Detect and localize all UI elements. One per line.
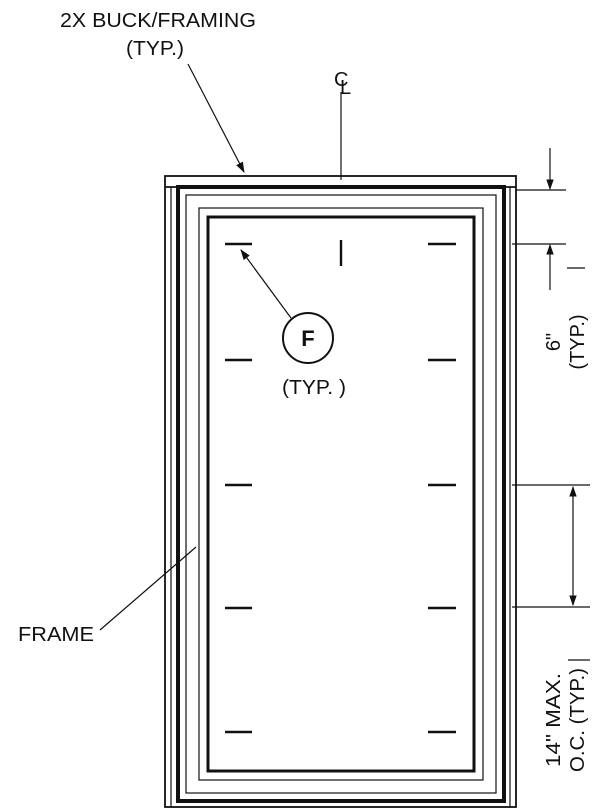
centerline-icon: C L xyxy=(334,69,351,99)
edge-distance-typ: (TYP.) xyxy=(567,314,589,369)
callout-circle-icon xyxy=(282,312,334,364)
frame-label: FRAME xyxy=(18,624,94,646)
fastener-marks xyxy=(225,240,456,734)
frame-inner-heavy xyxy=(206,215,476,773)
buck-framing-typ-label: (TYP.) xyxy=(126,38,184,60)
frame-inner-line-1 xyxy=(185,194,497,794)
callout-leader-line xyxy=(240,249,292,319)
edge-distance-value: 6" xyxy=(543,333,565,351)
frame-leader-line xyxy=(99,546,197,631)
frame-inner-line-2 xyxy=(198,207,484,781)
frame-outer xyxy=(176,185,506,803)
centerline-symbol-c: C xyxy=(334,69,348,91)
edge-distance-dimension: 6" (TYP.) xyxy=(543,314,589,369)
callout-letter: F xyxy=(301,326,314,351)
centerline-symbol-l: L xyxy=(340,77,351,99)
buck-leader-line xyxy=(187,63,245,173)
callout-typ-label: (TYP. ) xyxy=(282,377,346,399)
spacing-typ: O.C. (TYP.) xyxy=(567,668,589,772)
spacing-dimension: 14" MAX. O.C. (TYP.) xyxy=(543,668,589,772)
spacing-value: 14" MAX. xyxy=(543,673,565,767)
buck-framing-label: 2X BUCK/FRAMING xyxy=(60,10,256,32)
buck-framing-outline xyxy=(164,175,517,808)
